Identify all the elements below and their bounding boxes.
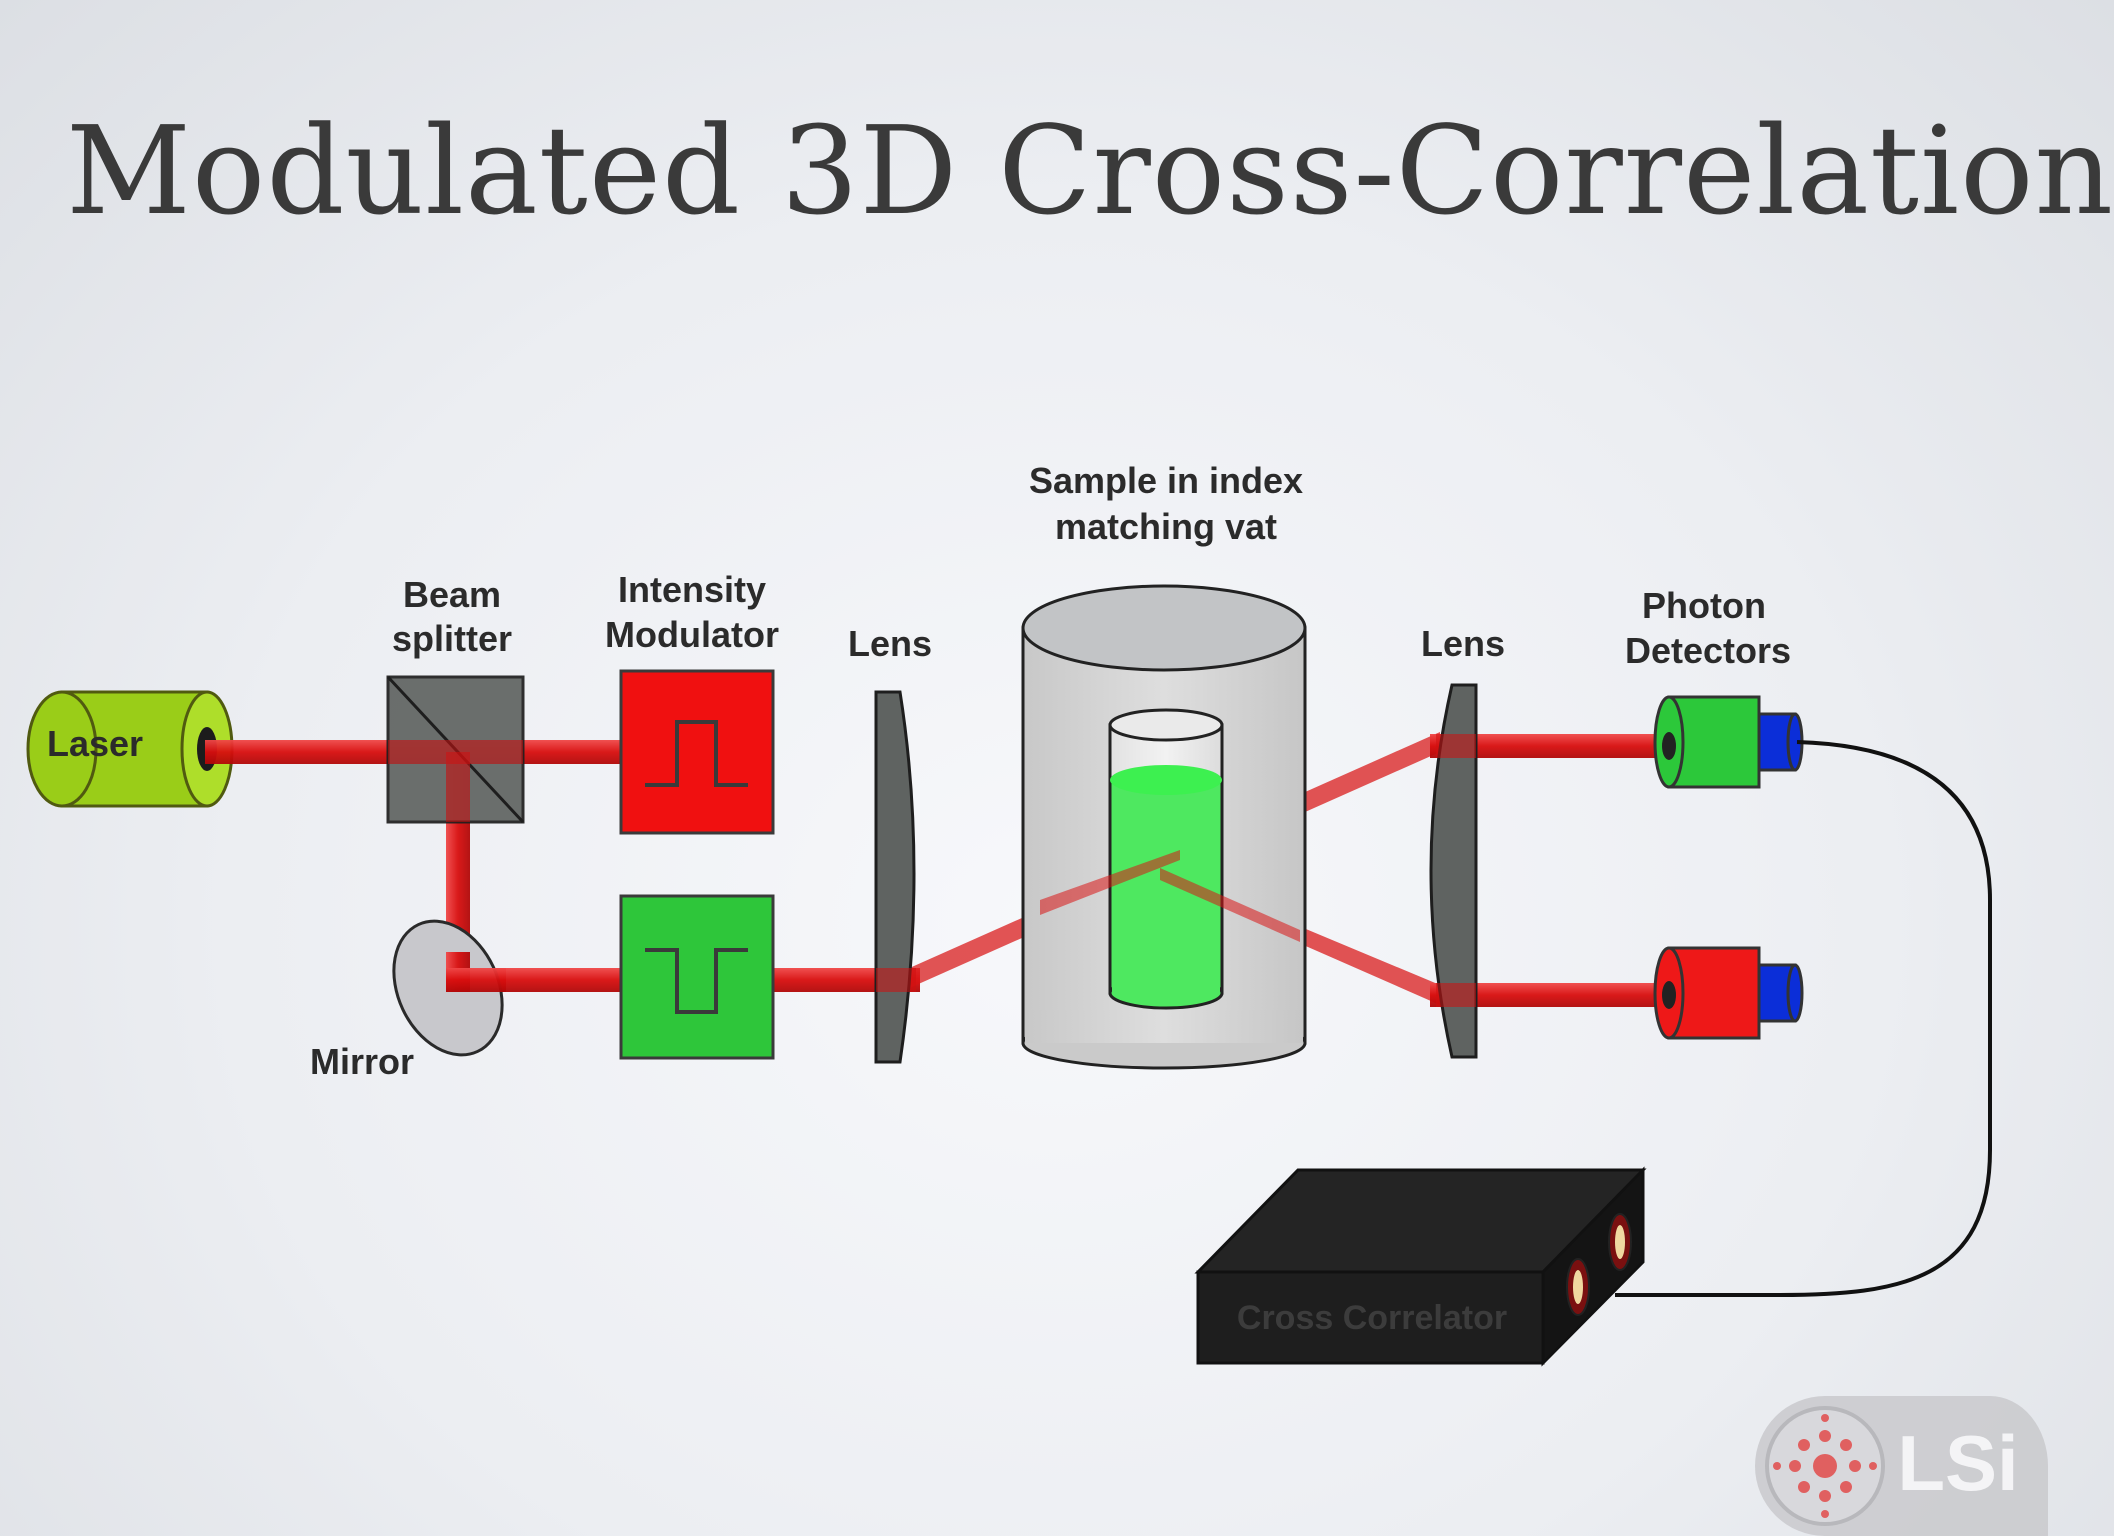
mirror: Mirror (310, 919, 506, 1082)
laser-label: Laser (47, 723, 143, 764)
sample-label-line2: matching vat (1055, 506, 1277, 547)
slide-title: Modulated 3D Cross-Correlation (66, 100, 2114, 242)
beam-splitter-label-line2: splitter (392, 618, 512, 659)
tube-top (1108, 708, 1224, 742)
sample-label-line1: Sample in index (1029, 460, 1303, 501)
photon-detectors-label-line1: Photon (1642, 585, 1766, 626)
liquid-surface (1110, 765, 1222, 795)
lsi-logo: LSi (1755, 1396, 2048, 1536)
cross-correlator-label: Cross Correlator (1237, 1299, 1507, 1337)
intensity-modulator-label-line1: Intensity (618, 569, 766, 610)
photon-detectors-label-line2: Detectors (1625, 630, 1791, 671)
cross-correlator: Cross Correlator (1194, 1166, 1647, 1367)
lens-right-label: Lens (1421, 623, 1505, 664)
lens-right: Lens (1421, 623, 1505, 1059)
photon-detector-top (1653, 695, 1804, 789)
lens-left-label: Lens (848, 623, 932, 664)
lens-left: Lens (848, 623, 932, 1064)
beam-splitter: Beam splitter (386, 574, 525, 824)
intensity-modulator-label-line2: Modulator (605, 614, 779, 655)
photon-detector-bottom (1653, 946, 1804, 1040)
signal-cable (1615, 740, 1992, 1297)
laser: Laser (26, 690, 234, 808)
square-pulse-low-icon (645, 948, 748, 1014)
intensity-modulator-bottom (619, 894, 775, 1060)
beam-splitter-label-line1: Beam (403, 574, 501, 615)
vat-top (1021, 584, 1307, 672)
logo-text: LSi (1897, 1419, 2018, 1507)
square-pulse-high-icon (645, 720, 748, 787)
sample-vat: Sample in index matching vat (1021, 460, 1307, 1070)
sample-liquid (1110, 780, 1222, 993)
optical-setup-diagram: Laser Beam splitter Mirror Intensity Mod… (26, 460, 2048, 1536)
mirror-label: Mirror (310, 1041, 414, 1082)
starburst-icon (1773, 1414, 1877, 1518)
intensity-modulator-top: Intensity Modulator (605, 569, 779, 835)
